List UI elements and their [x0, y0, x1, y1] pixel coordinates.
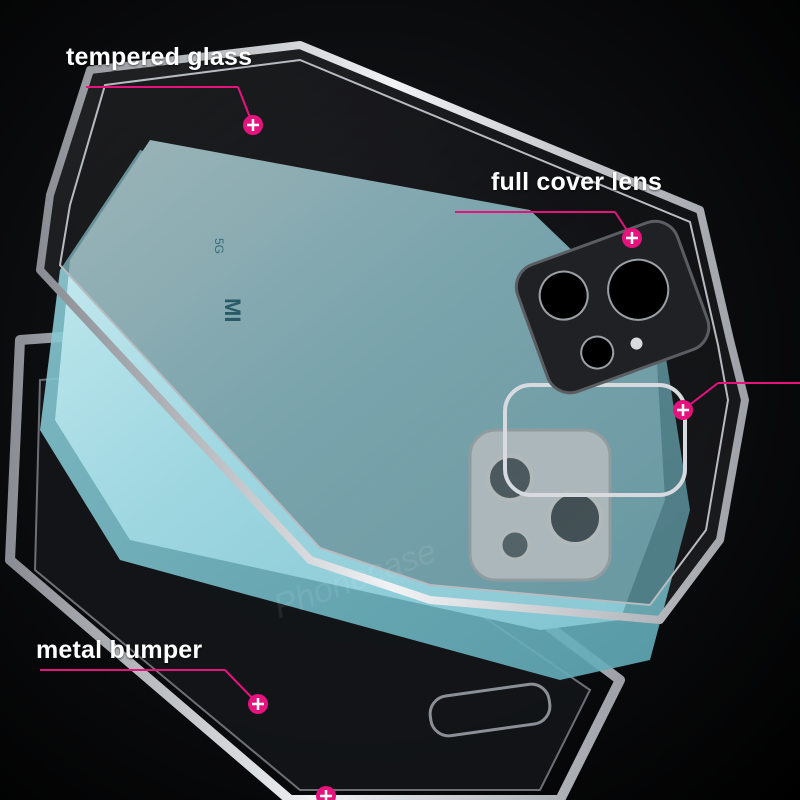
plus-marker-metal-bumper [248, 694, 268, 714]
tempered-glass-label: tempered glass [66, 43, 253, 71]
plus-marker-tempered-glass [243, 115, 263, 135]
plus-marker-frame [673, 400, 693, 420]
lens-protector [514, 219, 711, 395]
plus-marker-lens [622, 228, 642, 248]
full-cover-lens-label: full cover lens [491, 168, 663, 196]
tempered-glass-panel [36, 41, 749, 624]
metal-bumper-label: metal bumper [36, 636, 203, 664]
plus-marker-bottom [316, 786, 336, 800]
